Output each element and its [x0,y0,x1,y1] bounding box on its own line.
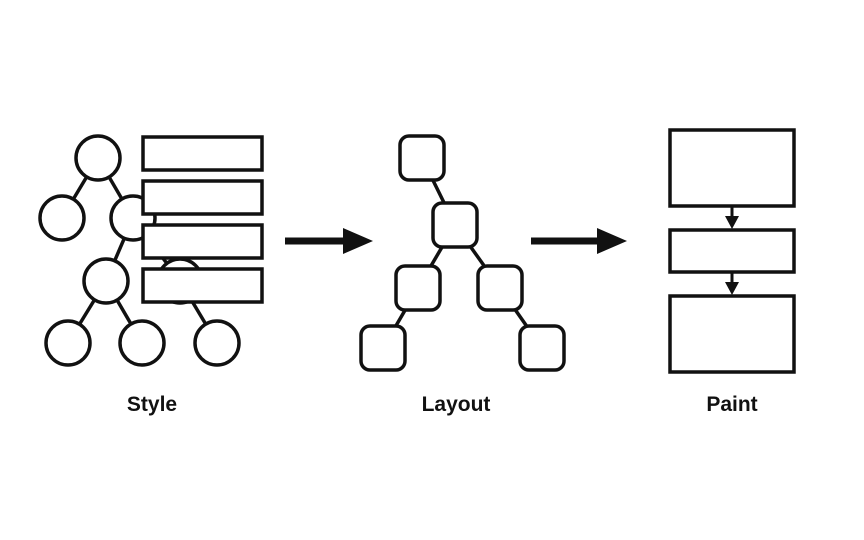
style-rule-box [141,135,264,172]
style-rule-box [141,179,264,216]
layout-stage [359,134,566,372]
paint-layer-box [668,128,796,208]
layout-box-node [476,264,524,312]
paint-layer-box [668,294,796,374]
paint-stage [668,128,796,374]
style-rule-box [141,223,264,260]
style-tree-node [38,194,86,242]
layout-label: Layout [422,393,491,416]
arrow-style-to-layout [285,228,373,254]
layout-tree-edges [381,157,544,350]
layout-box-node [398,134,446,182]
paint-down-arrow [725,282,739,295]
style-stage [38,134,264,367]
style-label: Style [127,393,177,416]
paint-label: Paint [706,393,757,416]
layout-box-node [359,324,407,372]
paint-layer-box [668,228,796,274]
paint-down-arrow [725,216,739,229]
style-tree-node [74,134,122,182]
style-tree-node [44,319,92,367]
style-rule-box [141,267,264,304]
style-tree-node [82,257,130,305]
layout-box-node [394,264,442,312]
style-tree-node [118,319,166,367]
style-tree-node [193,319,241,367]
arrow-layout-to-paint [531,228,627,254]
layout-box-node [518,324,566,372]
layout-box-node [431,201,479,249]
